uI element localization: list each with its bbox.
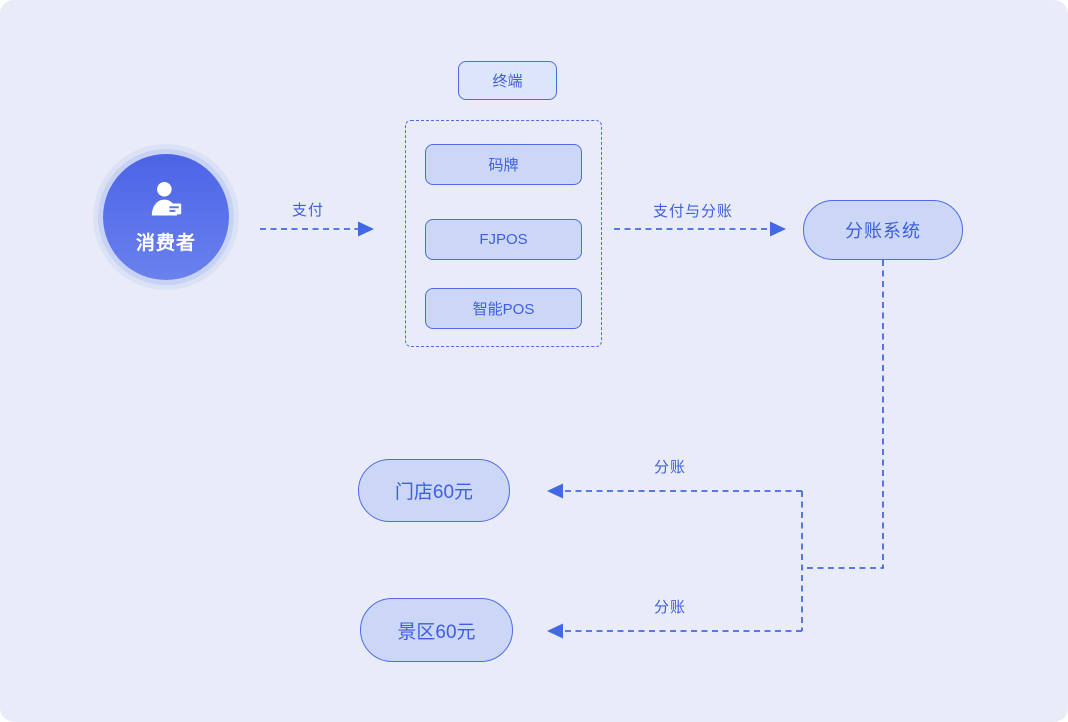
node-terminal-title: 终端 <box>458 61 557 100</box>
node-terminal-item-smart-pos: 智能POS <box>425 288 582 329</box>
edge-label-pay-and-split: 支付与分账 <box>652 203 733 220</box>
node-terminal-item-fjpos: FJPOS <box>425 219 582 260</box>
person-id-card-icon <box>146 180 186 223</box>
edge-label-split-scenic: 分账 <box>653 599 686 616</box>
edge-label-split-store: 分账 <box>653 459 686 476</box>
consumer-label: 消费者 <box>135 232 196 254</box>
node-split-system: 分账系统 <box>803 200 963 260</box>
node-store-60: 门店60元 <box>358 459 510 522</box>
node-consumer: 消费者 <box>103 154 229 280</box>
node-terminal-item-qr-plate: 码牌 <box>425 144 582 185</box>
node-scenic-60: 景区60元 <box>360 598 513 662</box>
terminal-group-container <box>405 120 602 347</box>
edge-label-pay: 支付 <box>291 202 324 219</box>
